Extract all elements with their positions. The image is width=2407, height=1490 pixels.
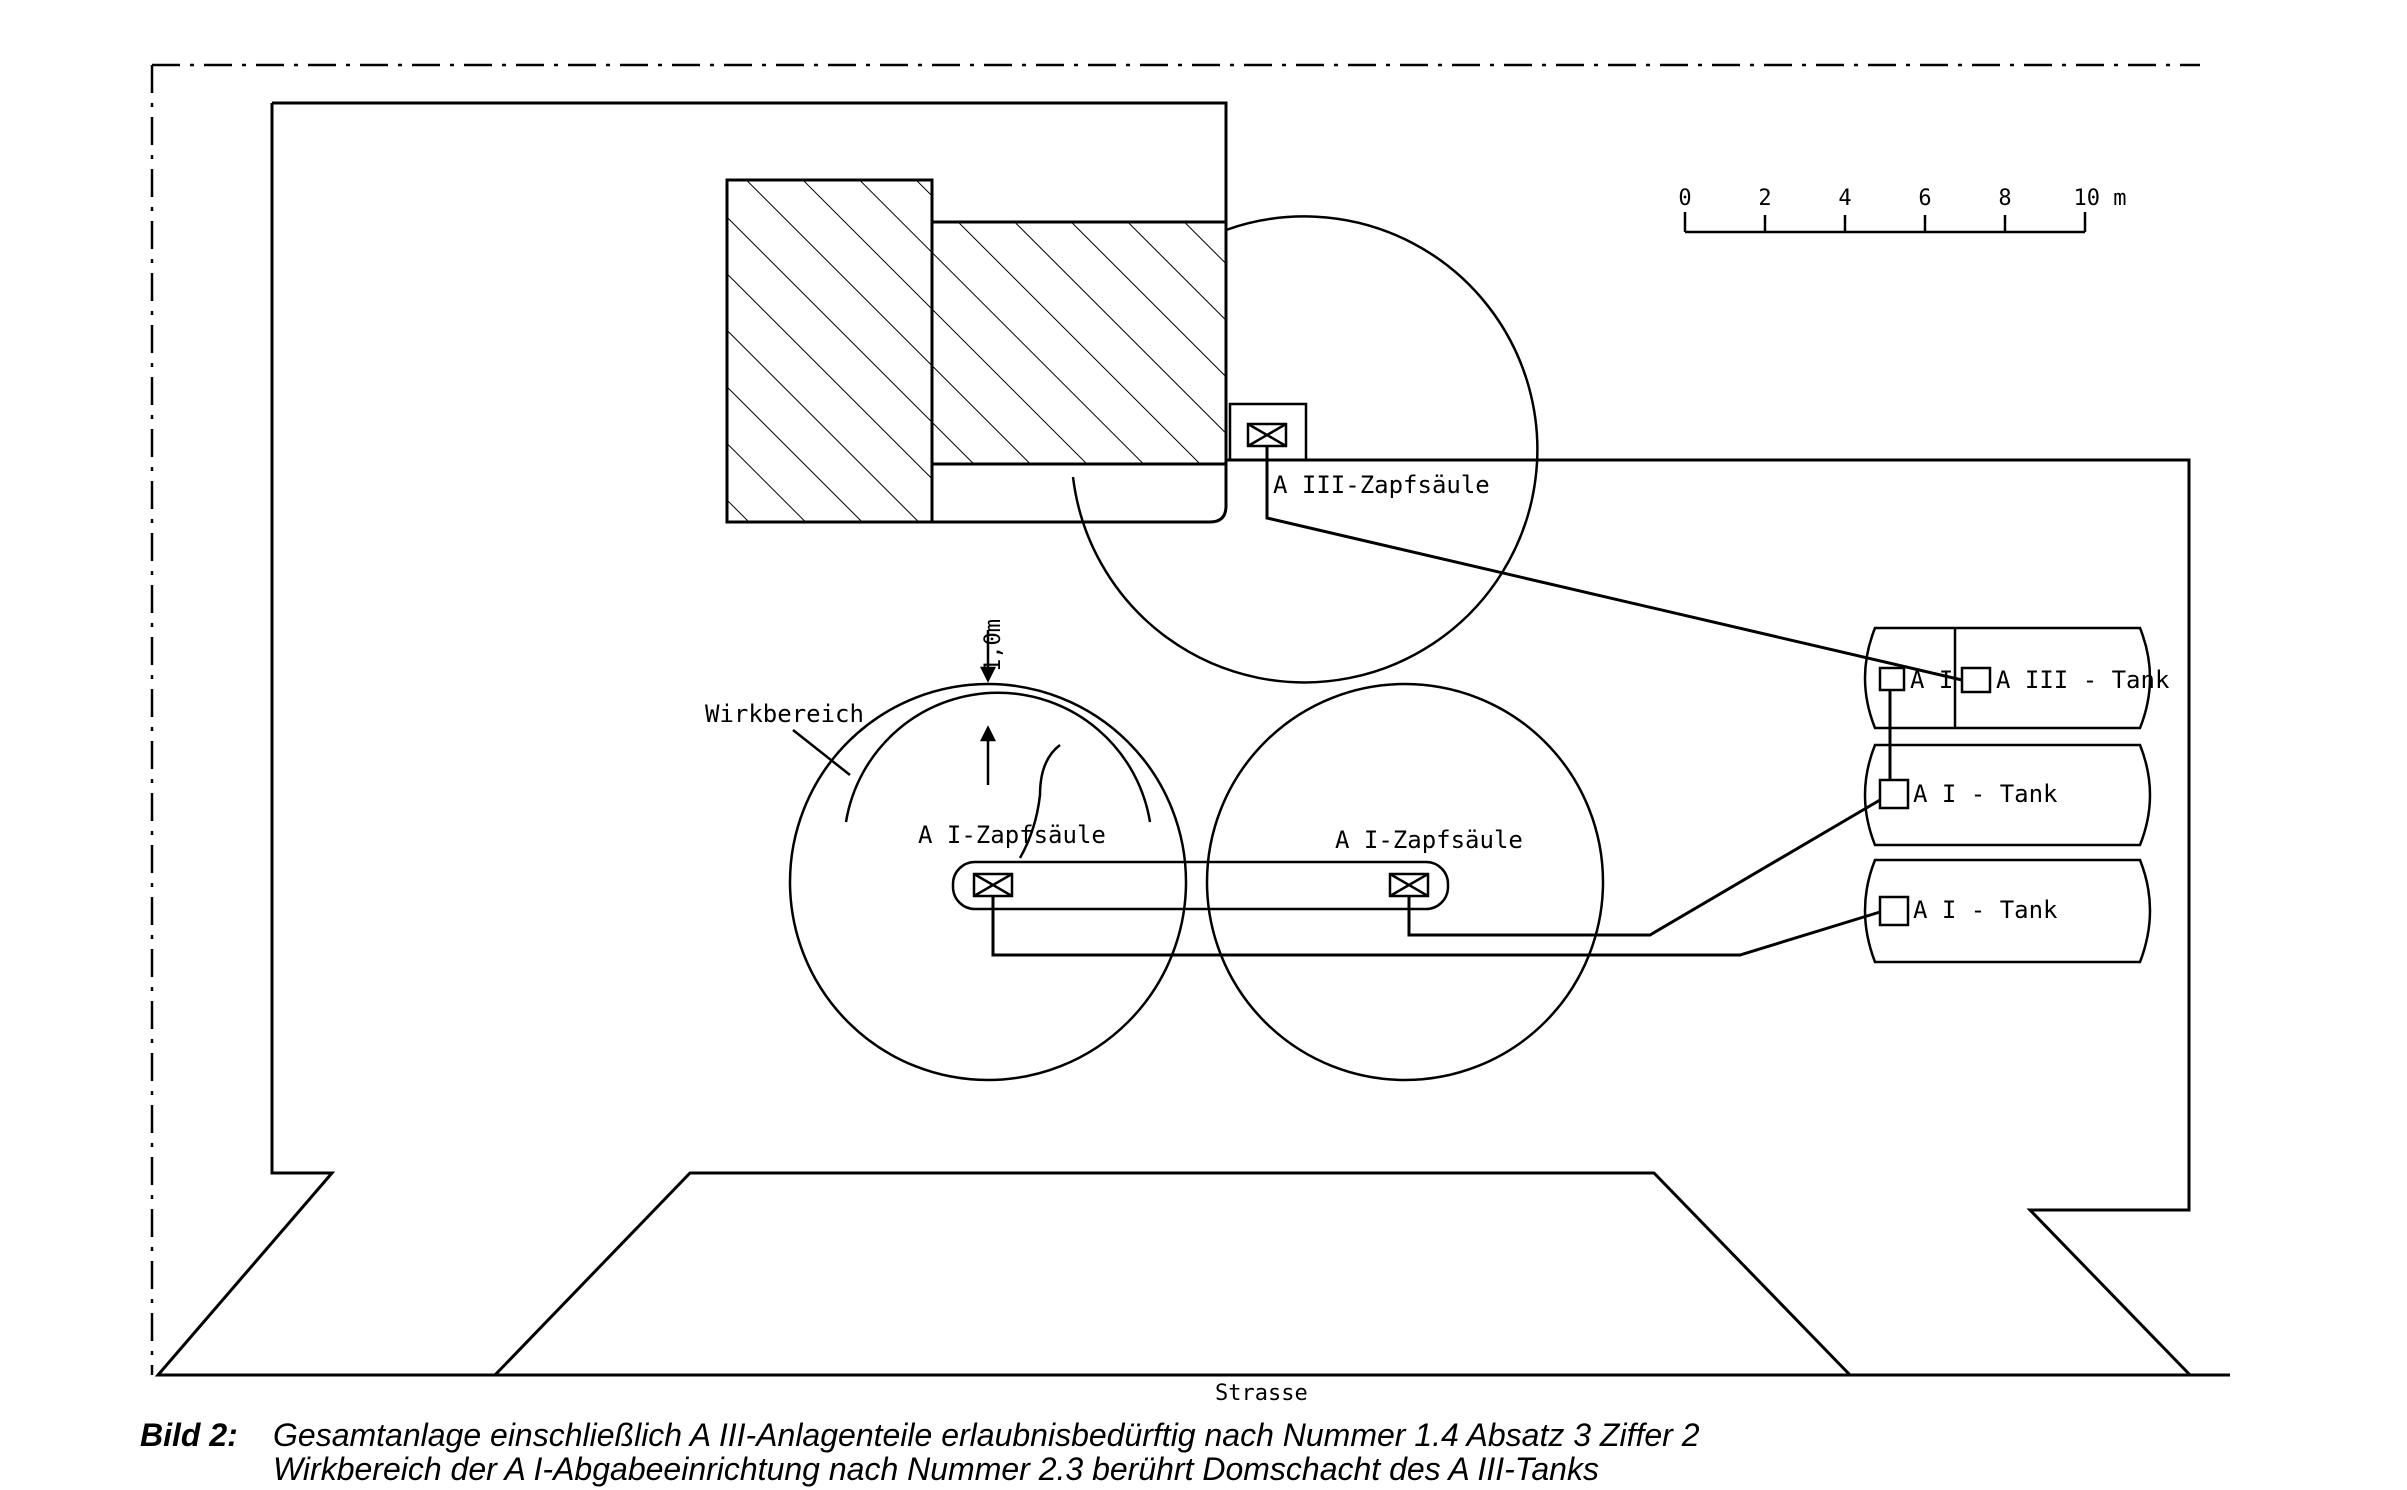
scale-tick-8: 8	[1998, 186, 2011, 211]
tank-middle	[1863, 743, 2152, 847]
caption-line-1: Gesamtanlage einschließlich A III-Anlage…	[273, 1417, 1700, 1453]
caption-line-2: Wirkbereich der A I-Abgabeeinrichtung na…	[273, 1451, 1599, 1487]
scale-tick-2: 2	[1758, 186, 1771, 211]
effect-zone-label: Wirkbereich	[705, 700, 864, 728]
a1-pump-left-label: A I-Zapfsäule	[918, 821, 1106, 849]
tank-bottom	[1863, 858, 2152, 964]
a1-pump-left-symbol	[972, 872, 1014, 898]
a3-pump-symbol	[1246, 422, 1288, 448]
scale-bar	[1683, 212, 2087, 234]
scale-tick-4: 4	[1838, 186, 1851, 211]
property-boundary	[150, 63, 2200, 1375]
road-island	[493, 1171, 1852, 1377]
effect-zone-circles	[788, 215, 1605, 1082]
tank-middle-label: A I - Tank	[1913, 780, 2058, 808]
pipelines	[991, 446, 1963, 957]
distance-leader	[1018, 744, 1061, 859]
caption-label: Bild 2:	[140, 1417, 238, 1453]
tank-top-a3-label: A III - Tank	[1996, 666, 2170, 694]
effect-zone-leader	[792, 729, 851, 776]
tank-bottom-label: A I - Tank	[1913, 896, 2058, 924]
road-label: Strasse	[1215, 1381, 1308, 1406]
scale-tick-0: 0	[1678, 186, 1691, 211]
a1-pump-right-symbol	[1388, 872, 1430, 898]
scale-bar-ticks: 0 2 4 6 8 10 m	[1678, 186, 2126, 211]
a1-pump-right-label: A I-Zapfsäule	[1335, 826, 1523, 854]
site-plan-drawing: 0 2 4 6 8 10 m A III-Zapfsäule A I-Zapfs…	[150, 63, 2230, 1406]
distance-marker	[979, 630, 997, 785]
scale-tick-10: 10 m	[2074, 186, 2127, 211]
distance-label: 1,0m	[981, 619, 1006, 672]
tank-top-a1-label: A I	[1910, 666, 1953, 694]
scale-tick-6: 6	[1918, 186, 1931, 211]
figure-caption: Bild 2: Gesamtanlage einschließlich A III…	[140, 1418, 1700, 1486]
pump-island	[951, 860, 1450, 911]
a3-pump-label: A III-Zapfsäule	[1273, 471, 1490, 499]
building	[725, 178, 1228, 524]
